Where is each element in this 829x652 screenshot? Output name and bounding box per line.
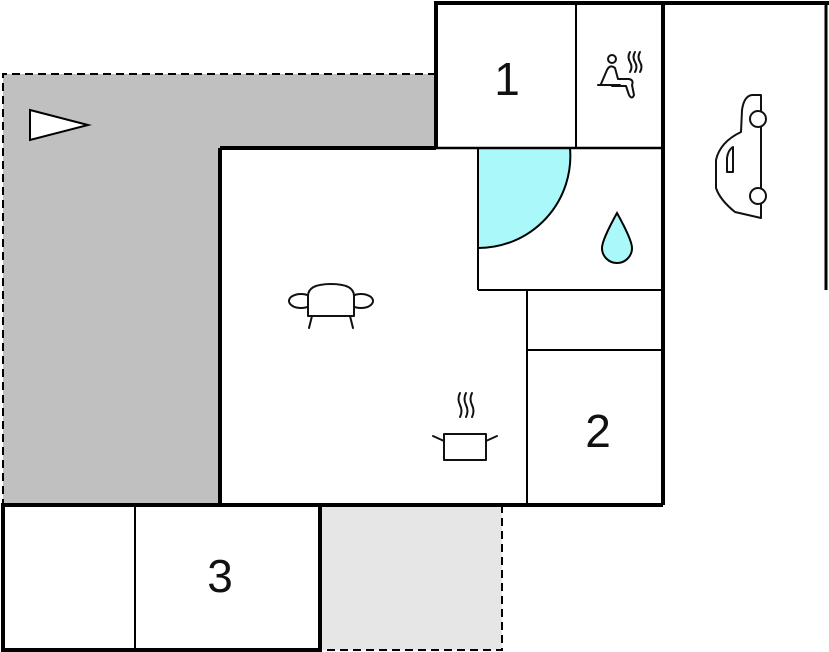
room-2-label: 2 — [585, 405, 611, 457]
terrace-dashed-border — [2, 73, 436, 505]
cooking-pot-icon — [432, 392, 498, 461]
car-icon — [715, 94, 767, 219]
sofa-icon — [288, 283, 374, 329]
room-1-label: 1 — [494, 53, 520, 105]
shower-icon — [477, 147, 572, 250]
water-drop-icon — [600, 210, 634, 264]
sauna-icon — [597, 51, 643, 99]
room-3-label: 3 — [207, 550, 233, 602]
north-arrow-icon — [29, 108, 92, 142]
patio-area — [320, 505, 502, 650]
